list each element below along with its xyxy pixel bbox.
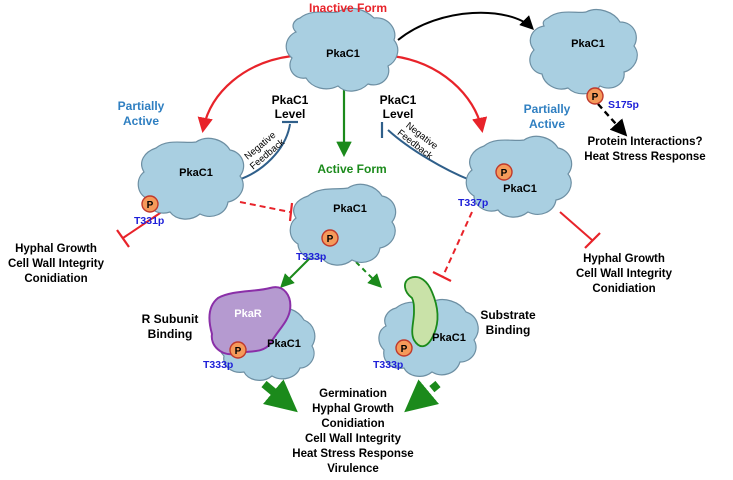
arrow-r-subunit-to-outcome [261, 379, 298, 413]
partial-left-phospho-icon [141, 195, 159, 213]
active-phospho-icon [321, 229, 339, 247]
arrow-active-to-r-subunit [280, 257, 311, 288]
s175-protein-label: PkaC1 [571, 38, 605, 50]
s175-site-label: S175p [608, 99, 639, 111]
inhibit-right-to-outcome [559, 211, 593, 241]
outcome-left-line: Cell Wall Integrity [8, 258, 105, 270]
protein-r-subunit-complex: PkaR PkaC1 P T333p [203, 286, 316, 381]
inhibit-left-bar [116, 229, 130, 248]
protein-substrate-complex: PkaC1 P T333p [373, 276, 479, 377]
outcome-right-line: Conidiation [592, 283, 655, 295]
protein-partial-right: PkaC1 P T337p [458, 135, 573, 218]
r-subunit-phospho-label: P [235, 346, 242, 357]
substrate-phospho-icon [395, 339, 413, 357]
partial-left-title-line1: Partially [118, 99, 165, 113]
inhibit-right-to-substrate-bar [432, 271, 452, 282]
inhibit-right-to-substrate [442, 211, 473, 277]
protein-partial-left: PkaC1 P T331p [134, 137, 245, 227]
arrow-active-to-substrate [355, 261, 382, 288]
outcome-s175-line: Heat Stress Response [584, 151, 705, 163]
arrow-s175-to-outcome [597, 103, 628, 137]
outcome-right: Hyphal Growth Cell Wall Integrity Conidi… [576, 253, 673, 295]
inhibit-left-to-active [239, 201, 291, 213]
pkar-subunit [208, 286, 292, 356]
r-subunit-binding-line2: Binding [148, 327, 193, 341]
level-left-line2: Level [275, 107, 306, 121]
outcome-right-line: Hyphal Growth [583, 253, 665, 265]
outcome-center-line: Heat Stress Response [292, 448, 413, 460]
outcome-s175: Protein Interactions? Heat Stress Respon… [584, 136, 705, 163]
substrate-shape [404, 276, 439, 348]
substrate-binding-line1: Substrate [480, 308, 536, 322]
r-subunit-protein-label: PkaC1 [267, 338, 301, 350]
partial-right-title-line1: Partially [524, 102, 571, 116]
protein-s175: PkaC1 P S175p [529, 9, 639, 111]
substrate-protein-label: PkaC1 [432, 332, 466, 344]
outcome-left: Hyphal Growth Cell Wall Integrity Conidi… [8, 243, 105, 285]
substrate-binding-line2: Binding [486, 323, 531, 337]
feedback-right-curve [387, 129, 471, 181]
feedback-left-curve [237, 123, 291, 181]
outcome-left-line: Conidiation [24, 273, 87, 285]
outcome-center: Germination Hyphal Growth Conidiation Ce… [292, 388, 413, 475]
substrate-site-label: T333p [373, 359, 403, 371]
r-subunit-binding-line1: R Subunit [142, 312, 199, 326]
arrow-substrate-to-outcome [404, 379, 441, 413]
partial-left-title-line2: Active [123, 114, 159, 128]
level-left-line1: PkaC1 [272, 93, 309, 107]
outcome-right-line: Cell Wall Integrity [576, 268, 673, 280]
outcome-center-line: Germination [319, 388, 387, 400]
level-right-line2: Level [383, 107, 414, 121]
partial-right-protein-label: PkaC1 [503, 183, 537, 195]
r-subunit-phospho-icon [229, 341, 247, 359]
partial-left-protein-label: PkaC1 [179, 167, 213, 179]
s175-phospho-icon [586, 87, 604, 105]
inactive-title: Inactive Form [309, 1, 387, 15]
outcome-center-line: Hyphal Growth [312, 403, 394, 415]
active-title: Active Form [317, 162, 386, 176]
pkar-label: PkaR [234, 308, 262, 320]
outcome-center-line: Conidiation [321, 418, 384, 430]
partial-left-phospho-label: P [147, 200, 154, 211]
r-subunit-site-label: T333p [203, 359, 233, 371]
negative-feedback-right: Negative Feedback [395, 120, 440, 162]
level-right-line1: PkaC1 [380, 93, 417, 107]
outcome-s175-line: Protein Interactions? [587, 136, 702, 148]
partial-right-site-label: T337p [458, 197, 488, 209]
substrate-phospho-label: P [401, 344, 408, 355]
active-site-label: T333p [296, 251, 326, 263]
arrow-inactive-to-s175 [397, 11, 534, 41]
partial-left-site-label: T331p [134, 215, 164, 227]
active-phospho-label: P [327, 234, 334, 245]
outcome-left-line: Hyphal Growth [15, 243, 97, 255]
outcome-center-line: Cell Wall Integrity [305, 433, 402, 445]
partial-right-phospho-label: P [501, 168, 508, 179]
partial-right-title-line2: Active [529, 117, 565, 131]
inactive-protein-label: PkaC1 [326, 48, 360, 60]
arrow-inactive-to-partial-right [391, 54, 488, 134]
arrow-inactive-to-partial-left [197, 54, 293, 134]
protein-active: PkaC1 P T333p [289, 183, 397, 266]
outcome-center-line: Virulence [327, 463, 379, 475]
partial-right-phospho-icon [495, 163, 513, 181]
inhibit-right-bar [584, 232, 601, 249]
s175-phospho-label: P [592, 92, 599, 103]
protein-inactive: PkaC1 [285, 7, 399, 92]
active-protein-label: PkaC1 [333, 203, 367, 215]
inhibit-left-to-active-bar [288, 202, 294, 222]
